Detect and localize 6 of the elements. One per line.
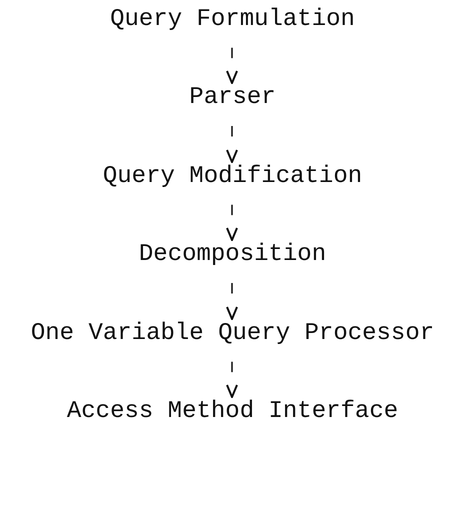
process-label: One Variable Query Processor	[30, 320, 434, 348]
process-label: Parser	[189, 84, 276, 112]
process-label: Query Modification	[102, 163, 362, 191]
process-label: Query Formulation	[110, 6, 355, 34]
process-label: Access Method Interface	[66, 398, 398, 426]
process-label: Decomposition	[138, 241, 326, 269]
